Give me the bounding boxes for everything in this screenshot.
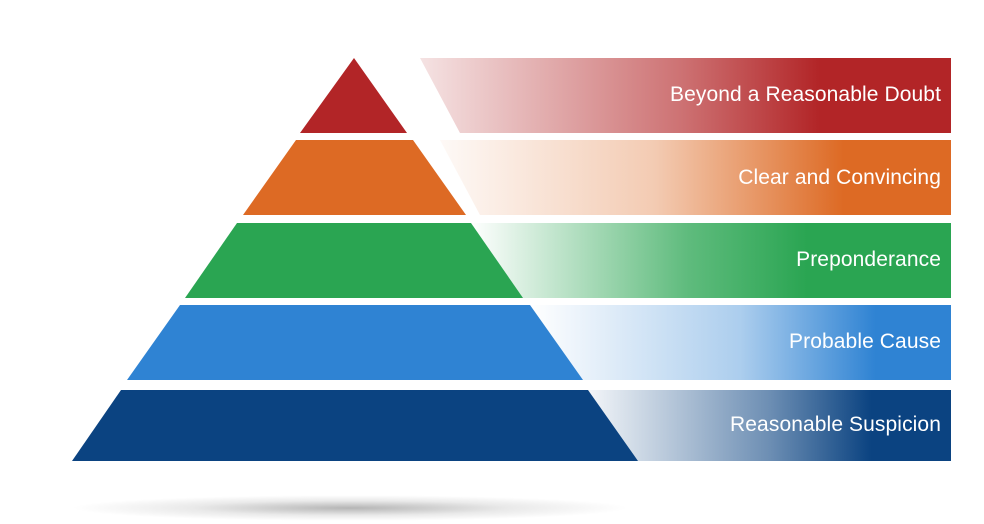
tier-bar-3 bbox=[471, 223, 951, 298]
tier-bar-5 bbox=[354, 58, 951, 133]
tier-shape-5 bbox=[300, 58, 407, 133]
tier-label-1: Reasonable Suspicion bbox=[730, 413, 941, 436]
tier-bar-4 bbox=[413, 140, 951, 215]
tier-label-3: Preponderance bbox=[796, 248, 941, 271]
tier-bar-1 bbox=[588, 390, 951, 461]
pyramid-shadow bbox=[70, 495, 630, 521]
tier-label-5: Beyond a Reasonable Doubt bbox=[669, 83, 941, 106]
tier-shape-1 bbox=[72, 390, 638, 461]
tier-bar-2 bbox=[530, 305, 951, 380]
tier-label-4: Clear and Convincing bbox=[738, 166, 941, 189]
tier-shape-4 bbox=[243, 140, 466, 215]
tier-shape-3 bbox=[185, 223, 523, 298]
tier-label-2: Probable Cause bbox=[789, 330, 941, 353]
tier-shape-2 bbox=[127, 305, 583, 380]
